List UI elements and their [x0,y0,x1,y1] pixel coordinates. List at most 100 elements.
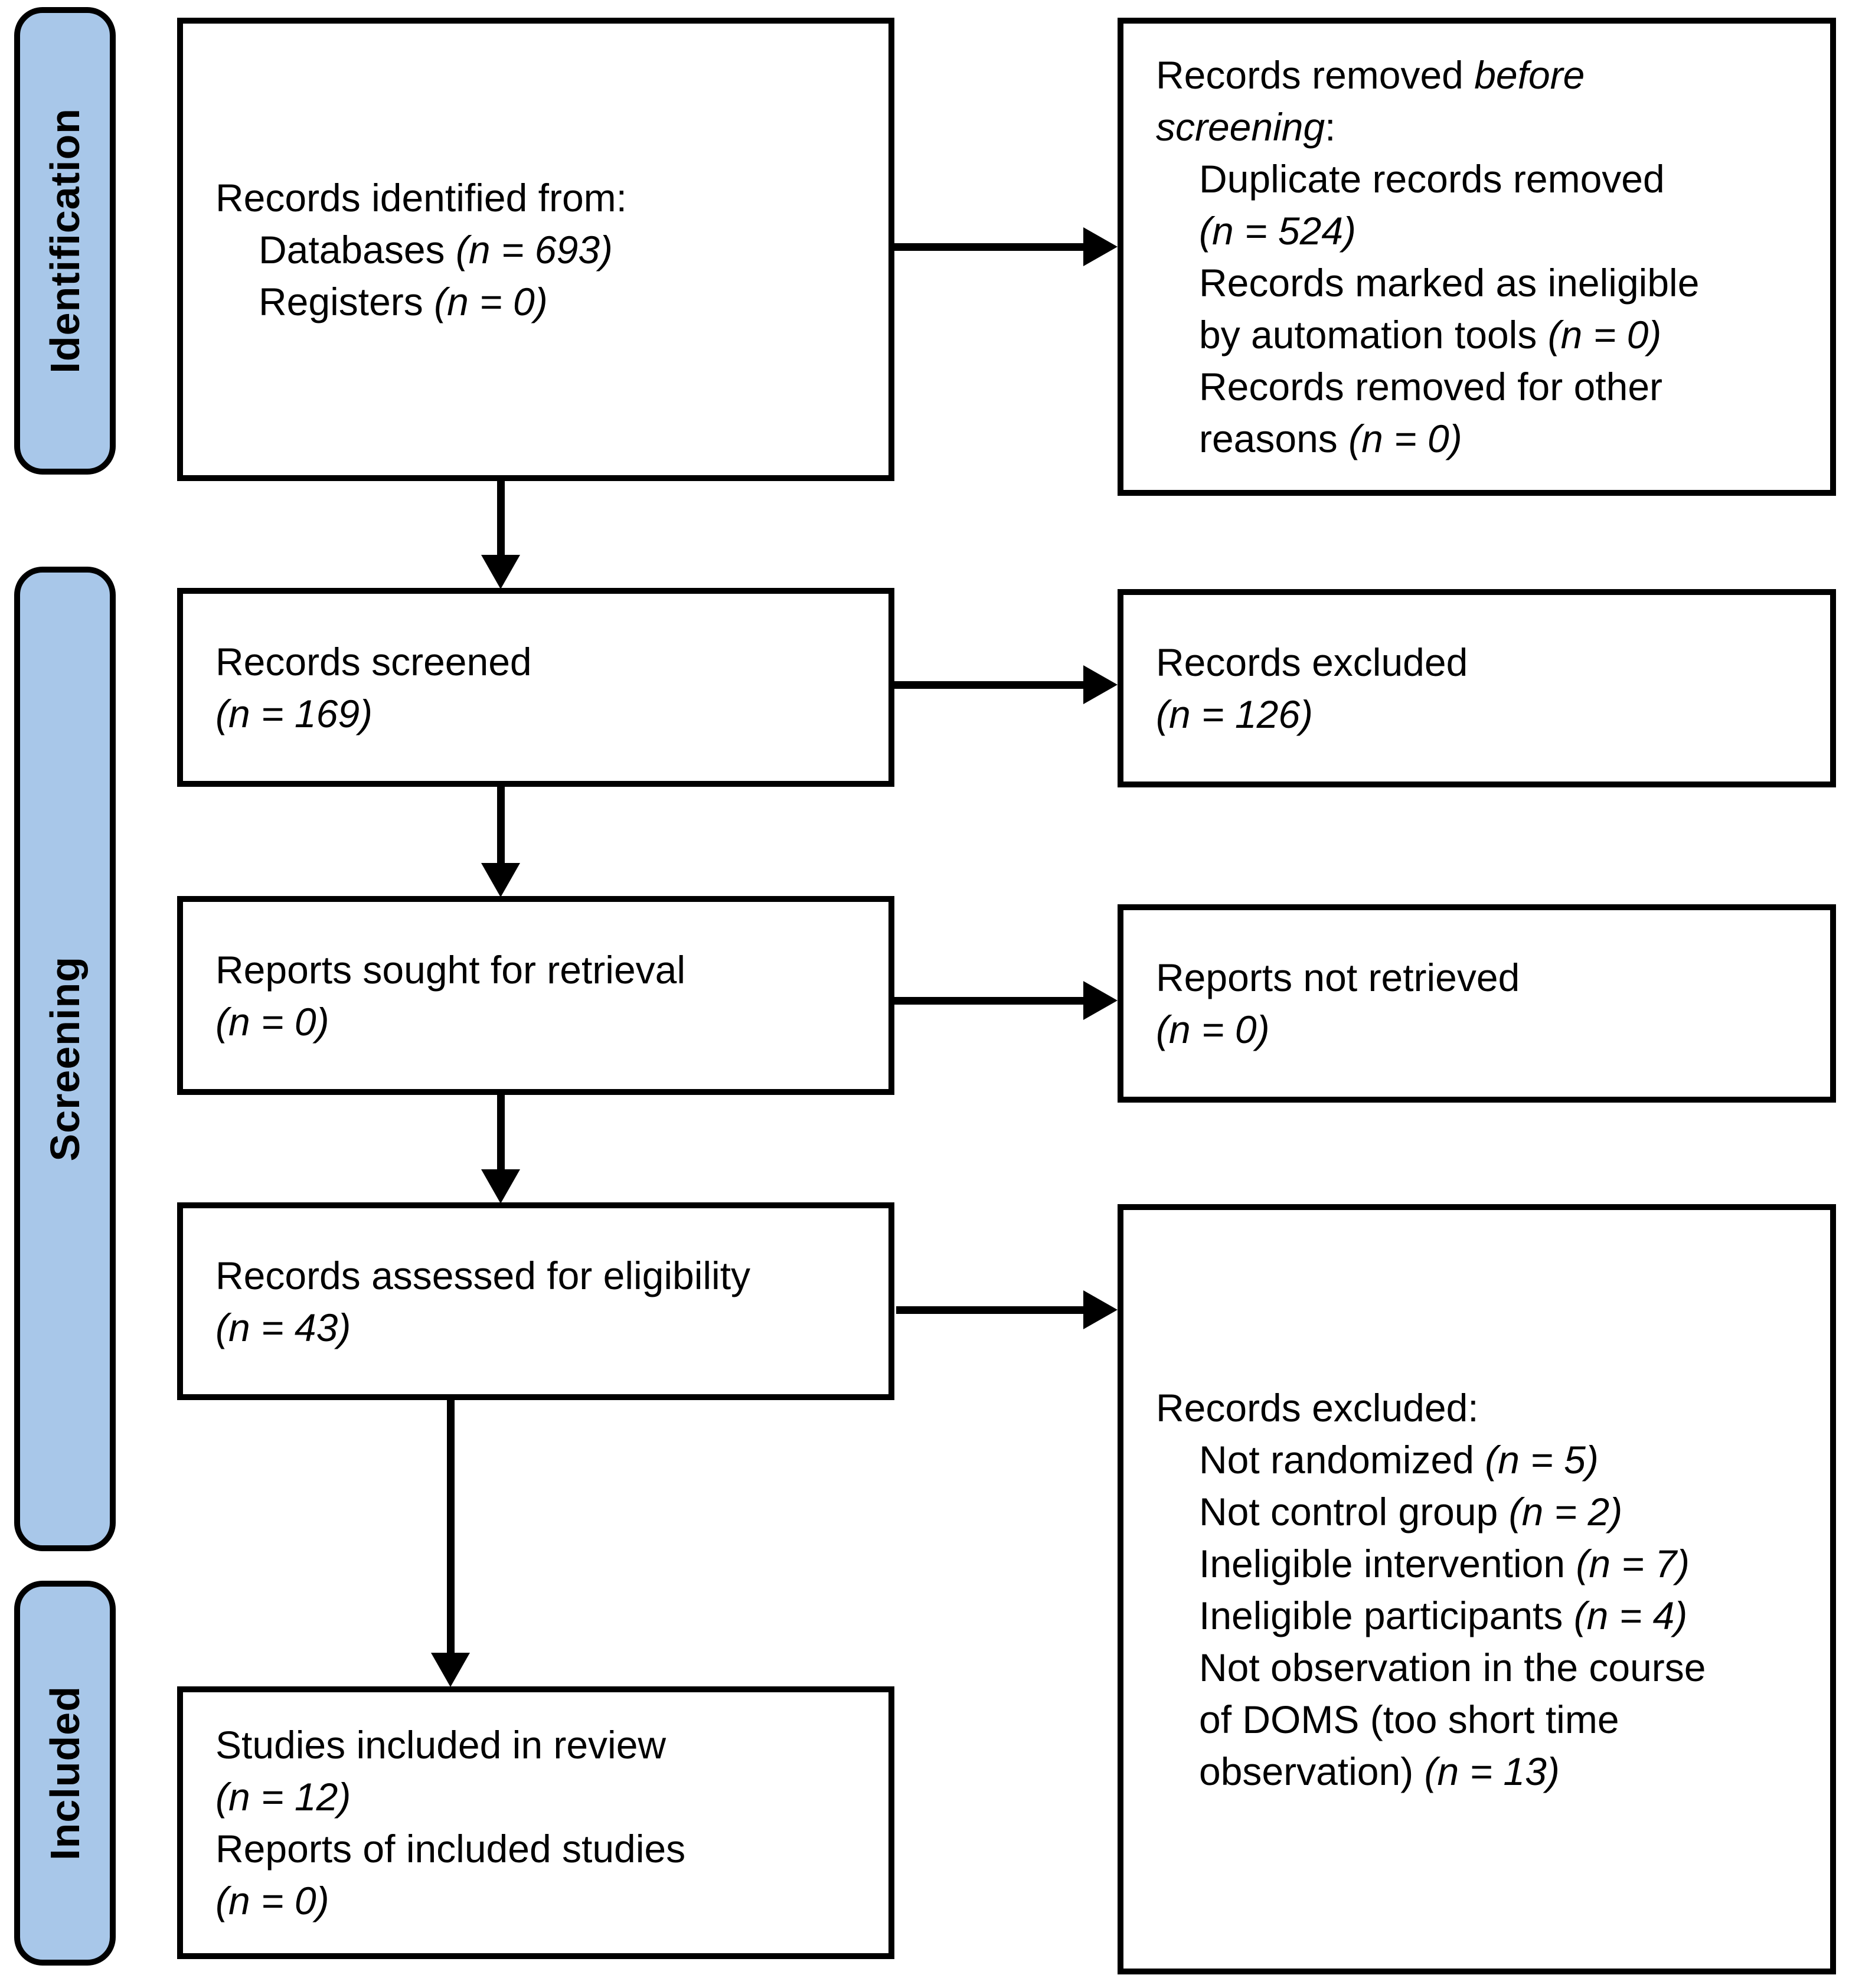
label-text: Reports not retrieved [1156,956,1520,999]
label-text: Reports of included studies [215,1827,686,1871]
arrow-line [896,1306,1089,1314]
text-line: Not observation in the course [1156,1642,1812,1693]
text-line: (n = 126) [1156,688,1812,740]
arrow-line [894,681,1089,689]
text-line: Records screened [215,636,871,688]
label-text: Ineligible participants [1199,1593,1574,1637]
flow-box-records-screened: Records screened (n = 169) [177,588,894,787]
label-text: Studies included in review [215,1723,667,1767]
count-value: (n = 0) [434,279,548,323]
label-text: Not control group [1199,1489,1509,1533]
count-value: (n = 0) [1348,417,1462,460]
text-line: (n = 0) [215,1875,871,1927]
label-text: of DOMS (too short time [1199,1697,1619,1741]
count-value: before [1474,53,1585,97]
count-value: (n = 43) [215,1305,351,1349]
count-value: (n = 7) [1576,1541,1690,1585]
flow-box-records-excluded: Records excluded(n = 126) [1118,589,1836,787]
count-value: (n = 0) [215,1879,329,1922]
flow-box-records-excluded-text: Records excluded(n = 126) [1123,624,1830,752]
flow-box-studies-included: Studies included in review (n = 12) Report… [177,1686,894,1959]
text-line: (n = 0) [1156,1003,1812,1055]
label-text: Registers [259,279,435,323]
flow-box-records-screened-text: Records screened (n = 169) [183,624,888,751]
text-line: Records removed for other [1156,361,1812,413]
text-line: of DOMS (too short time [1156,1693,1812,1745]
count-value: (n = 524) [1199,209,1356,253]
count-value: (n = 13) [1424,1749,1560,1793]
text-line: Studies included in review [215,1719,871,1771]
label-text: Reports sought for retrieval [215,947,686,992]
arrow-line [447,1400,455,1655]
label-text: Records marked as ineligible [1199,261,1700,305]
count-value: (n = 5) [1485,1437,1599,1482]
text-line: Ineligible intervention (n = 7) [1156,1538,1812,1590]
flow-box-reports-sought: Reports sought for retrieval(n = 0) [177,896,894,1095]
arrowhead-right-icon [1083,227,1118,266]
text-line: Records excluded: [1156,1382,1812,1434]
count-value: (n = 126) [1156,692,1313,736]
count-value: (n = 693) [455,227,613,272]
stage-label-identification-text: Identification [42,108,88,374]
arrowhead-down-icon [481,555,520,589]
flow-box-records-excluded-reasons-text: Records excluded:Not randomized (n = 5)N… [1123,1370,1830,1809]
text-line: Reports not retrieved [1156,952,1812,1003]
label-text: observation) [1199,1749,1425,1793]
arrow-line [894,997,1089,1005]
arrowhead-right-icon [1083,665,1118,704]
text-line: Records marked as ineligible [1156,257,1812,309]
arrowhead-right-icon [1083,1290,1118,1329]
stage-label-included-text: Included [42,1686,88,1861]
arrowhead-down-icon [481,863,520,897]
arrow-line [894,243,1089,251]
arrow-line [497,1095,505,1172]
text-line: Records excluded [1156,636,1812,688]
flow-box-reports-not-retrieved-text: Reports not retrieved (n = 0) [1123,940,1830,1067]
label-text: : [1325,105,1336,149]
count-value: (n = 2) [1508,1489,1623,1533]
flow-box-records-assessed-text: Records assessed for eligibility (n = 43) [183,1238,888,1365]
text-line: Databases (n = 693) [215,224,871,276]
text-line: Registers (n = 0) [215,276,871,328]
flow-box-studies-included-text: Studies included in review (n = 12) Report… [183,1707,888,1938]
label-text: Not observation in the course [1199,1645,1706,1689]
count-value: (n = 12) [215,1775,351,1819]
flow-box-reports-sought-text: Reports sought for retrieval(n = 0) [183,932,888,1060]
arrowhead-down-icon [431,1653,470,1687]
text-line: Reports of included studies [215,1823,871,1875]
label-text: Records removed for other [1199,365,1663,408]
label-text: reasons [1199,417,1349,460]
count-value: (n = 0) [1156,1008,1270,1051]
flow-box-records-assessed: Records assessed for eligibility (n = 43) [177,1202,894,1400]
arrowhead-down-icon [481,1169,520,1204]
label-text: Ineligible intervention [1199,1541,1576,1585]
stage-label-screening: Screening [14,567,116,1551]
text-line: Duplicate records removed [1156,153,1812,205]
label-text: Records screened [215,639,532,684]
text-line: Not randomized (n = 5) [1156,1434,1812,1486]
text-line: Records removed before [1156,49,1812,101]
text-line: Ineligible participants (n = 4) [1156,1590,1812,1642]
count-value: (n = 169) [215,691,373,735]
label-text: Records excluded: [1156,1385,1479,1430]
arrow-line [497,787,505,865]
text-line: Records assessed for eligibility [215,1250,871,1302]
count-value: screening [1156,105,1325,149]
arrowhead-right-icon [1083,981,1118,1020]
label-text: Databases [259,227,456,272]
count-value: (n = 4) [1573,1593,1688,1637]
label-text: Records assessed for eligibility [215,1253,751,1297]
text-line: by automation tools (n = 0) [1156,309,1812,361]
text-line: Not control group (n = 2) [1156,1486,1812,1538]
label-text: Duplicate records removed [1199,157,1665,201]
flow-box-records-excluded-reasons: Records excluded:Not randomized (n = 5)N… [1118,1204,1836,1974]
text-line: reasons (n = 0) [1156,413,1812,465]
flow-box-reports-not-retrieved: Reports not retrieved (n = 0) [1118,904,1836,1103]
text-line: (n = 43) [215,1302,871,1353]
count-value: (n = 0) [1547,313,1662,357]
label-text: Records removed [1156,53,1475,97]
stage-label-screening-text: Screening [42,956,88,1162]
